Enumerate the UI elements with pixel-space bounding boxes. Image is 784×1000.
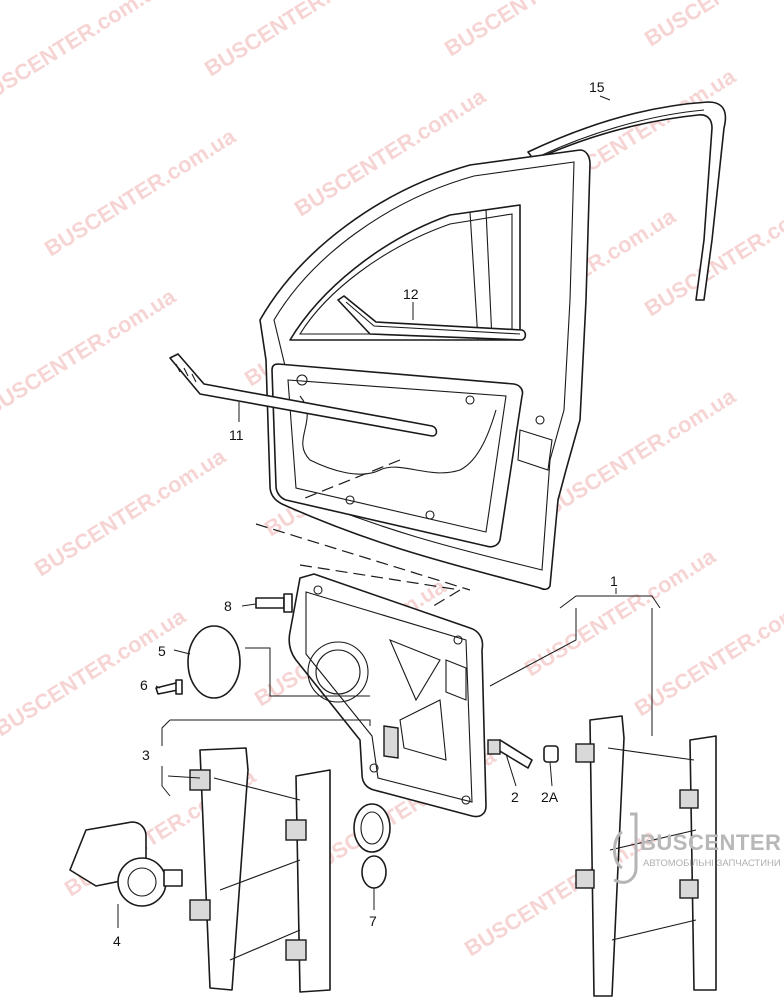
logo-subtitle: АВТОМОБІЛЬНІ ЗАПЧАСТИНИ (643, 858, 781, 869)
leader-lines (117, 95, 661, 928)
label-part-2a: 2A (541, 789, 559, 805)
label-part-11: 11 (229, 427, 244, 443)
label-part-3: 3 (142, 747, 150, 763)
part-11-outer-seal-strip (169, 353, 438, 437)
part-8-bolt (255, 593, 293, 613)
label-part-12: 12 (403, 286, 419, 302)
assembly-dashed-lines (255, 459, 471, 609)
assembly-carrier-plate (288, 573, 487, 818)
label-part-1: 1 (610, 573, 618, 589)
part-2a-nut (543, 745, 559, 763)
label-part-8: 8 (224, 598, 232, 614)
part-5-cover (187, 625, 241, 699)
part-3-window-regulator (189, 747, 331, 993)
part-1-window-regulator (575, 715, 717, 997)
part-4-window-motor (69, 821, 183, 907)
part-7-grommet (353, 803, 391, 889)
part-12-inner-seal-strip (337, 295, 527, 341)
label-part-6: 6 (140, 677, 148, 693)
part-2-crank-handle (487, 739, 533, 769)
door-shell (259, 149, 591, 591)
part-labels: 15 12 11 1 8 5 6 3 2 2A 4 7 (113, 79, 618, 949)
label-part-15: 15 (589, 79, 605, 95)
logo-title: BUSCENTER (640, 830, 782, 855)
label-part-5: 5 (158, 643, 166, 659)
part-6-rivet (155, 679, 183, 695)
label-part-2: 2 (511, 789, 519, 805)
part-15-window-seal (527, 101, 727, 301)
buscenter-logo (613, 812, 638, 884)
label-part-4: 4 (113, 933, 121, 949)
label-part-7: 7 (369, 913, 377, 929)
